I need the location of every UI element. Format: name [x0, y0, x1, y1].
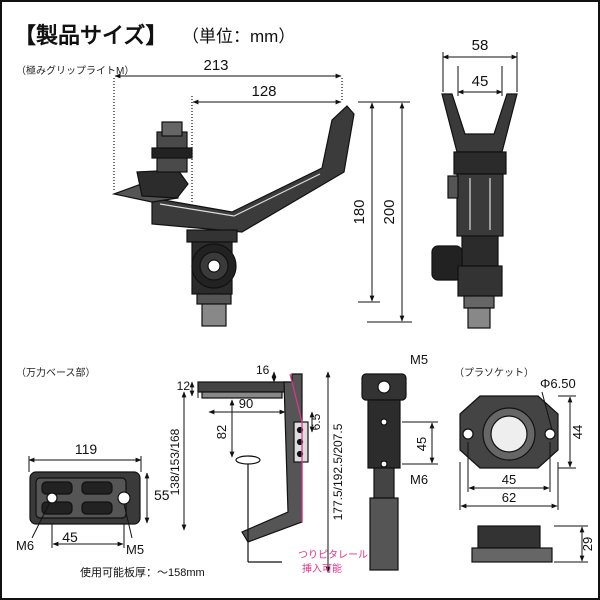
dim-90: 90 — [239, 396, 253, 411]
rod-holder-front-view — [431, 93, 518, 329]
clamp-side-view — [197, 373, 309, 563]
socket-dims — [459, 391, 588, 563]
top-view-caption: （極みグリップライトM） — [16, 66, 135, 77]
dim-213: 213 — [203, 57, 228, 74]
label-m5-side: M5 — [410, 352, 428, 367]
dim-16: 16 — [256, 363, 270, 377]
plate-thickness-note: 使用可能板厚：～158mm — [80, 565, 205, 579]
dim-12: 12 — [177, 379, 191, 393]
dim-45-side: 45 — [414, 437, 429, 451]
dimension-lines-top — [114, 73, 412, 323]
page-title: 【製品サイズ】 — [14, 23, 168, 48]
clamp-view-caption: （万力ベース部） — [16, 368, 96, 379]
dim-45-clamp: 45 — [62, 529, 78, 545]
dim-177-192-207: 177.5/192.5/207.5 — [331, 423, 345, 520]
label-m6-clamp: M6 — [16, 538, 34, 553]
dim-119: 119 — [75, 441, 98, 457]
plastic-socket-side-view — [471, 525, 553, 563]
plastic-socket-top-view — [459, 395, 559, 469]
dimension-lines-front — [442, 52, 518, 96]
dim-180: 180 — [351, 199, 368, 224]
dim-200: 200 — [381, 199, 398, 224]
clamp-side-dims — [181, 371, 331, 573]
dim-45-socket: 45 — [502, 472, 516, 487]
dim-55: 55 — [154, 487, 170, 503]
rail-note-line2: 挿入可能 — [302, 562, 342, 575]
clamp-top-dims — [28, 456, 150, 548]
dim-29: 29 — [580, 537, 595, 551]
dim-phi-6-50: Φ6.50 — [540, 376, 576, 391]
clamp-front-view — [361, 373, 407, 571]
dim-58: 58 — [472, 37, 489, 54]
label-m6-side: M6 — [410, 472, 428, 487]
dim-128: 128 — [251, 83, 276, 100]
clamp-front-dims — [402, 421, 438, 465]
dim-44: 44 — [570, 425, 585, 439]
dim-138-153-168: 138/153/168 — [168, 428, 182, 495]
dim-62: 62 — [502, 490, 516, 505]
label-m5-clamp: M5 — [126, 542, 144, 557]
dim-82: 82 — [214, 425, 229, 439]
unit-label: （単位：mm） — [182, 27, 296, 46]
dim-45-top: 45 — [472, 73, 489, 90]
clamp-base-top-view — [29, 471, 141, 525]
socket-view-caption: （プラソケット） — [454, 368, 534, 379]
rail-note-line1: つりピタレール — [298, 549, 368, 561]
rod-holder-side-view — [111, 78, 355, 327]
dim-6-5: 6.5 — [309, 413, 323, 430]
